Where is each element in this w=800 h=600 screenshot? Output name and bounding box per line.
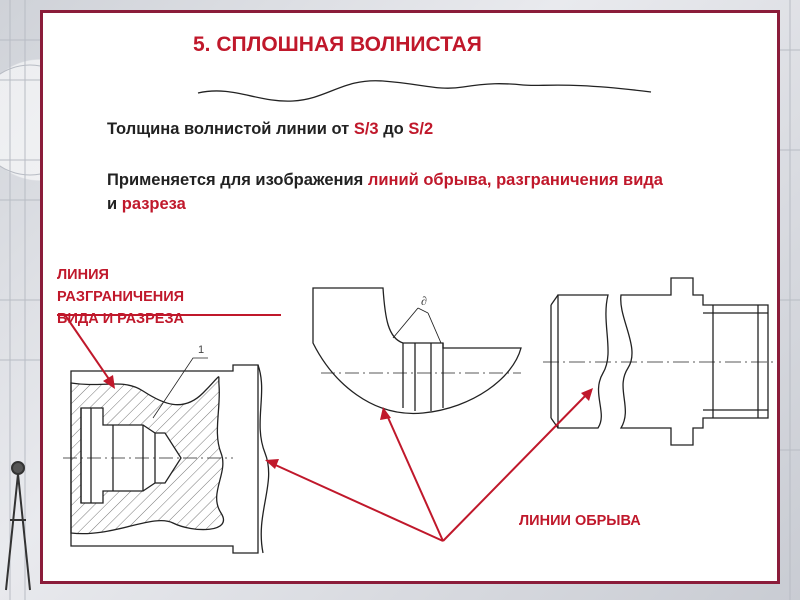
usage-prefix: Применяется для изображения (107, 171, 364, 189)
red-arrows (64, 314, 593, 542)
dimension-letter: ∂ (421, 294, 427, 308)
slide-frame: 5. СПЛОШНАЯ ВОЛНИСТАЯ Толщина волнистой … (40, 10, 780, 584)
compass-icon (5, 461, 31, 591)
thickness-text: Толщина волнистой линии от S/3 до S/2 (107, 120, 433, 139)
leader-number-1: 1 (198, 344, 204, 356)
thickness-middle: до (383, 120, 404, 138)
thickness-prefix: Толщина волнистой линии от (107, 120, 350, 138)
left-part (63, 357, 270, 554)
usage-middle: и (107, 195, 118, 213)
usage-text: Применяется для изображения линий обрыва… (107, 168, 667, 216)
callout-boundary-line-2: РАЗГРАНИЧЕНИЯ (57, 289, 185, 305)
technical-drawing: 1 ∂ (57, 80, 777, 554)
middle-part (312, 287, 522, 415)
usage-term-boundary: разграничения вида (496, 171, 663, 189)
thickness-to: S/2 (408, 120, 434, 138)
wavy-line-sample (197, 80, 652, 102)
slide-title: 5. СПЛОШНАЯ ВОЛНИСТАЯ (193, 33, 482, 56)
usage-term-break: линий обрыва, (367, 171, 492, 189)
callout-boundary-line-1: ЛИНИЯ (57, 267, 109, 283)
usage-term-section: разреза (121, 195, 186, 213)
thickness-from: S/3 (353, 120, 379, 138)
right-part (543, 277, 777, 446)
callout-break-lines: ЛИНИИ ОБРЫВА (519, 513, 641, 529)
